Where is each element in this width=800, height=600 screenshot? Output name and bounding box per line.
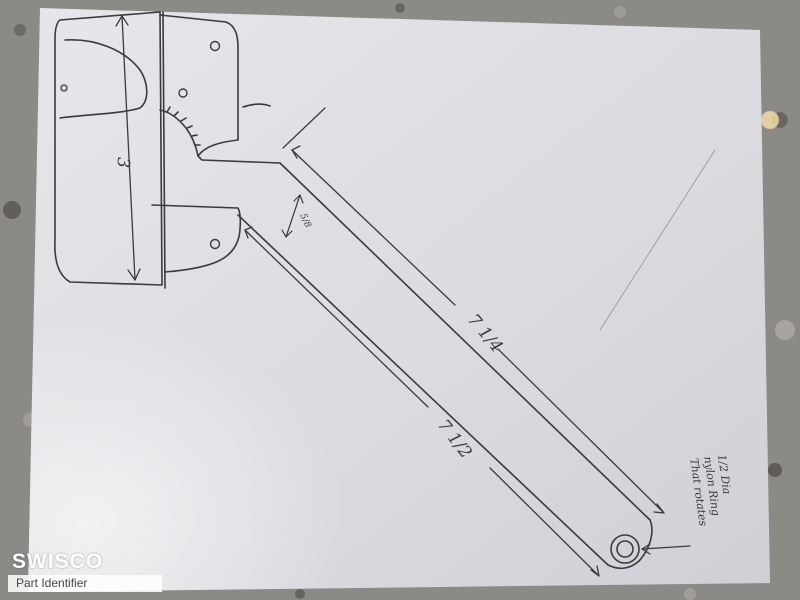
bracket-divider-line (162, 11, 166, 289)
nylon-ring (610, 534, 640, 564)
watermark-brand: SWISCO (12, 550, 104, 573)
gear-teeth (159, 109, 199, 157)
mounting-hole-top (209, 40, 221, 52)
mounting-hole-bottom (209, 238, 221, 250)
height-dimension (115, 15, 141, 281)
upper-length-dimension (282, 107, 665, 514)
gear-teeth-marks (166, 106, 201, 146)
bracket-plate-outline (159, 14, 281, 164)
pivot-mark (60, 84, 68, 92)
paper-glare (28, 8, 770, 592)
note-arrow (641, 543, 691, 555)
bracket-plate-lower (151, 204, 242, 273)
lower-length-dimension (244, 226, 600, 577)
mounting-hole-middle (178, 88, 188, 98)
bracket-head (54, 11, 281, 289)
note-text: 1/2 Dia nylon Ring That rotates (687, 454, 737, 528)
small-curl-mark (242, 103, 271, 108)
stray-pencil-line (599, 149, 716, 331)
countertop-speckles (3, 3, 795, 600)
watermark-tagline: Part Identifier (8, 575, 162, 592)
arm-lower-edge (237, 214, 609, 566)
note-line-1: 1/2 Dia (715, 454, 733, 496)
bracket-outer-outline (54, 11, 163, 286)
swisco-watermark: SWISCO Part Identifier (8, 551, 162, 592)
gap-dimension (281, 194, 304, 238)
light-reflection (761, 111, 779, 129)
arm-end-cap (607, 519, 653, 570)
height-dimension-label: 3 (113, 157, 133, 169)
bracket-arm (237, 162, 653, 570)
arm-upper-edge (279, 162, 651, 521)
bracket-curve-detail (59, 39, 148, 119)
